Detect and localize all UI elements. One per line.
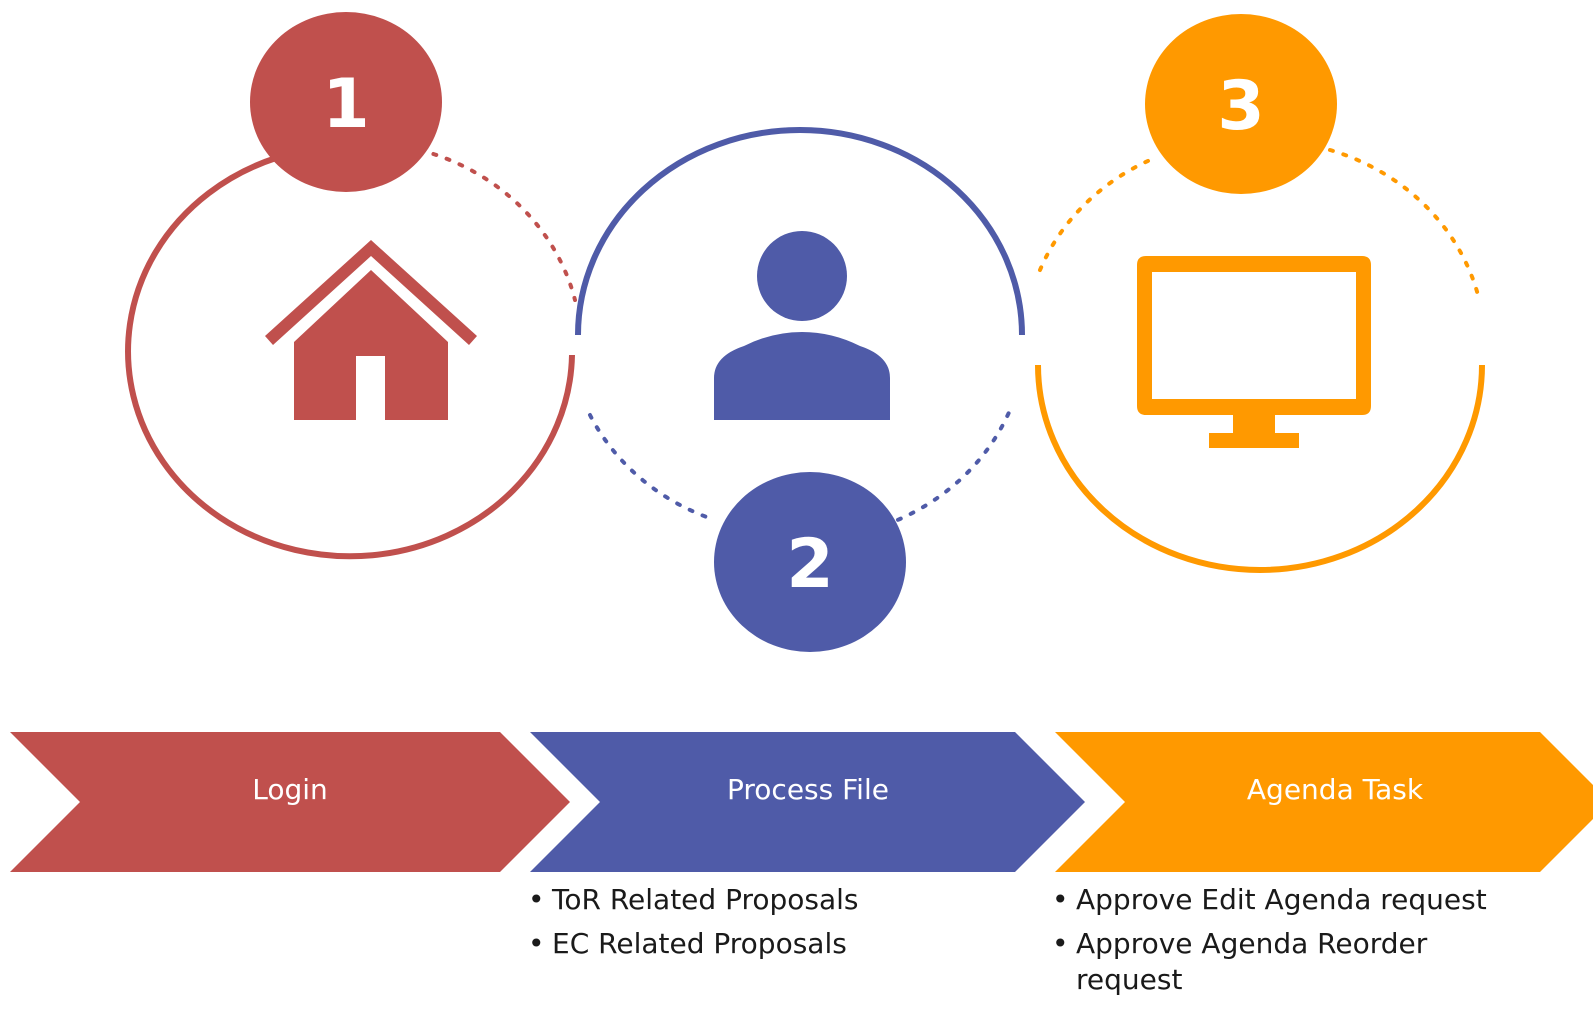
step-3-badge: 3 xyxy=(1145,14,1337,194)
step-3-ring xyxy=(1035,148,1485,573)
monitor-icon xyxy=(1137,256,1371,448)
process-file-bullets: •ToR Related Proposals •EC Related Propo… xyxy=(528,878,968,966)
step-3-number: 3 xyxy=(1217,67,1264,146)
login-label: Login xyxy=(252,773,328,806)
list-item: •Approve Edit Agenda request xyxy=(1052,883,1487,916)
agenda-task-arrow xyxy=(1055,732,1593,872)
step-1-number: 1 xyxy=(322,65,369,144)
process-file-label: Process File xyxy=(727,773,889,806)
process-file-arrow xyxy=(530,732,1085,872)
user-icon xyxy=(714,231,890,420)
login-arrow xyxy=(10,732,570,872)
step-2-number: 2 xyxy=(786,525,833,604)
home-icon xyxy=(265,240,477,420)
step-1-badge: 1 xyxy=(250,12,442,192)
list-item: •EC Related Proposals xyxy=(528,927,847,960)
list-item: •Approve Agenda Reorder request xyxy=(1052,927,1428,996)
agenda-task-bullets: •Approve Edit Agenda request •Approve Ag… xyxy=(1052,878,1522,998)
agenda-task-label: Agenda Task xyxy=(1246,773,1424,806)
step-2-ring xyxy=(575,127,1025,527)
step-2-badge: 2 xyxy=(714,472,906,652)
list-item: •ToR Related Proposals xyxy=(528,883,859,916)
step-1-ring xyxy=(125,148,577,560)
